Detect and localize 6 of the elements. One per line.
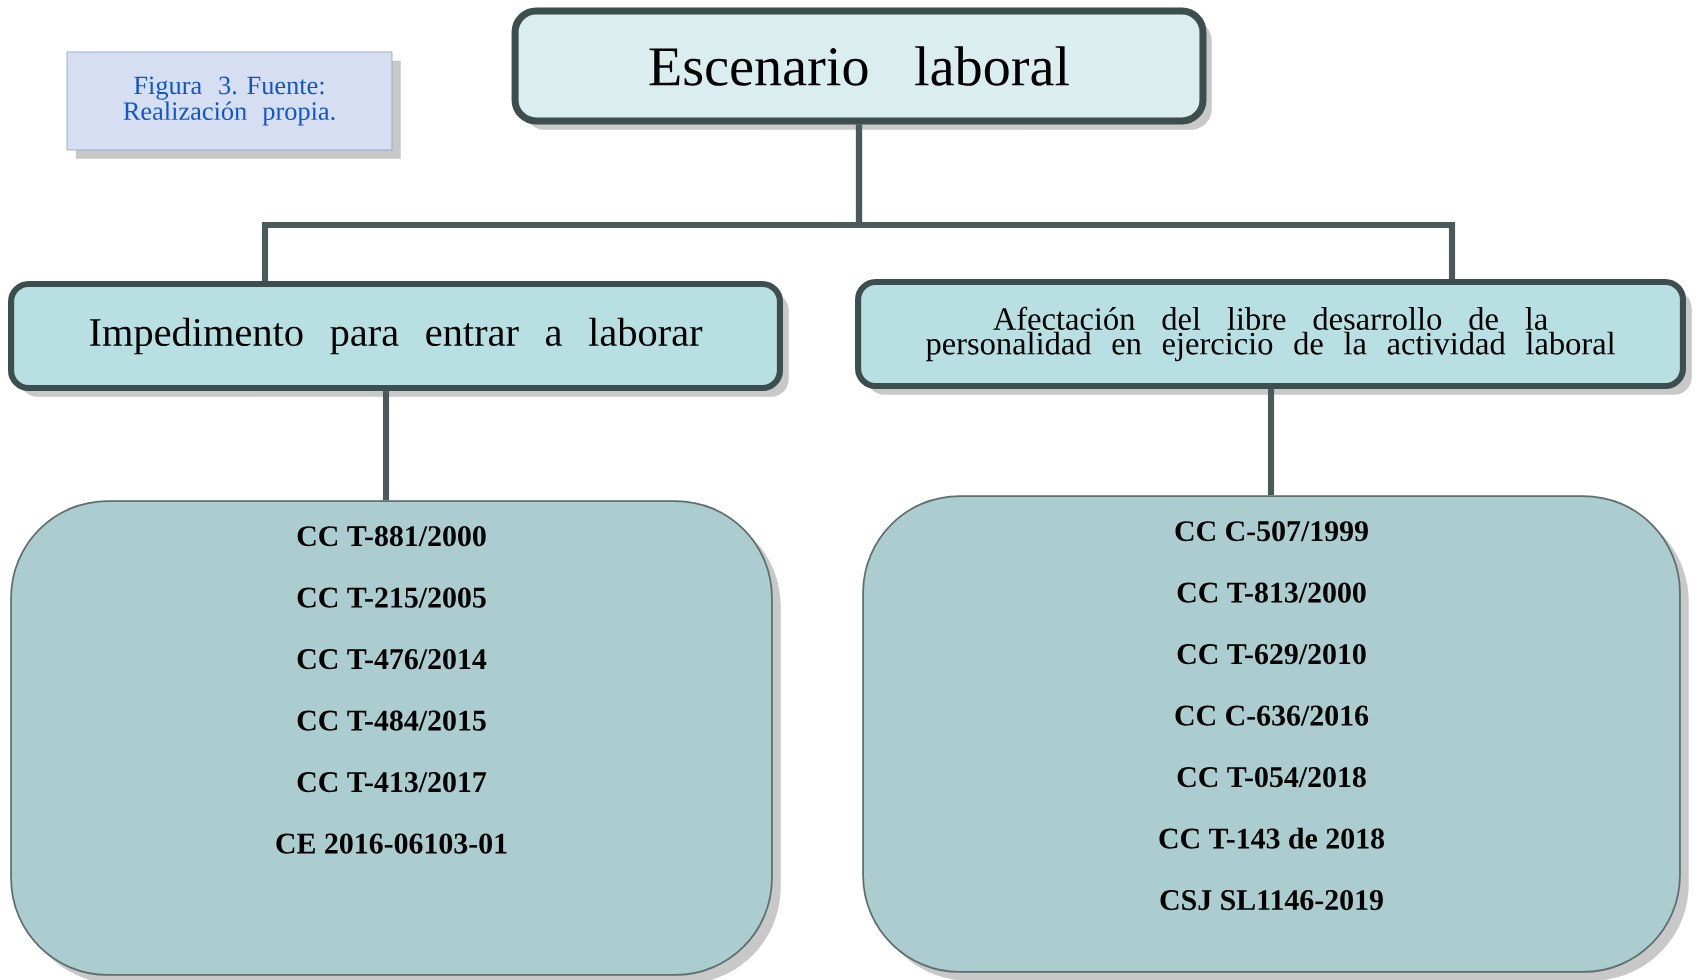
case-list-box: CC T-881/2000 CC T-215/2005 CC T-476/2014 CC T-484/2015 CC T-413/2017 CE 2016-06103-01 [10,500,781,980]
title-box: Escenario laboral [511,7,1212,130]
case-list-box: CC C-507/1999 CC T-813/2000 CC T-629/2010 CC C-636/2016 CC T-054/2018 CC T-143 de 2018 CSJ SL1146-2019 [862,495,1689,980]
source-note: Figura 3. Fuente: Realización propia. [66,51,401,159]
category-box: Afectación del libre desarrollo de la personalidad en ejercicio de la actividad laboral [855,278,1692,395]
category-box: Impedimento para entrar a laborar [8,280,789,397]
